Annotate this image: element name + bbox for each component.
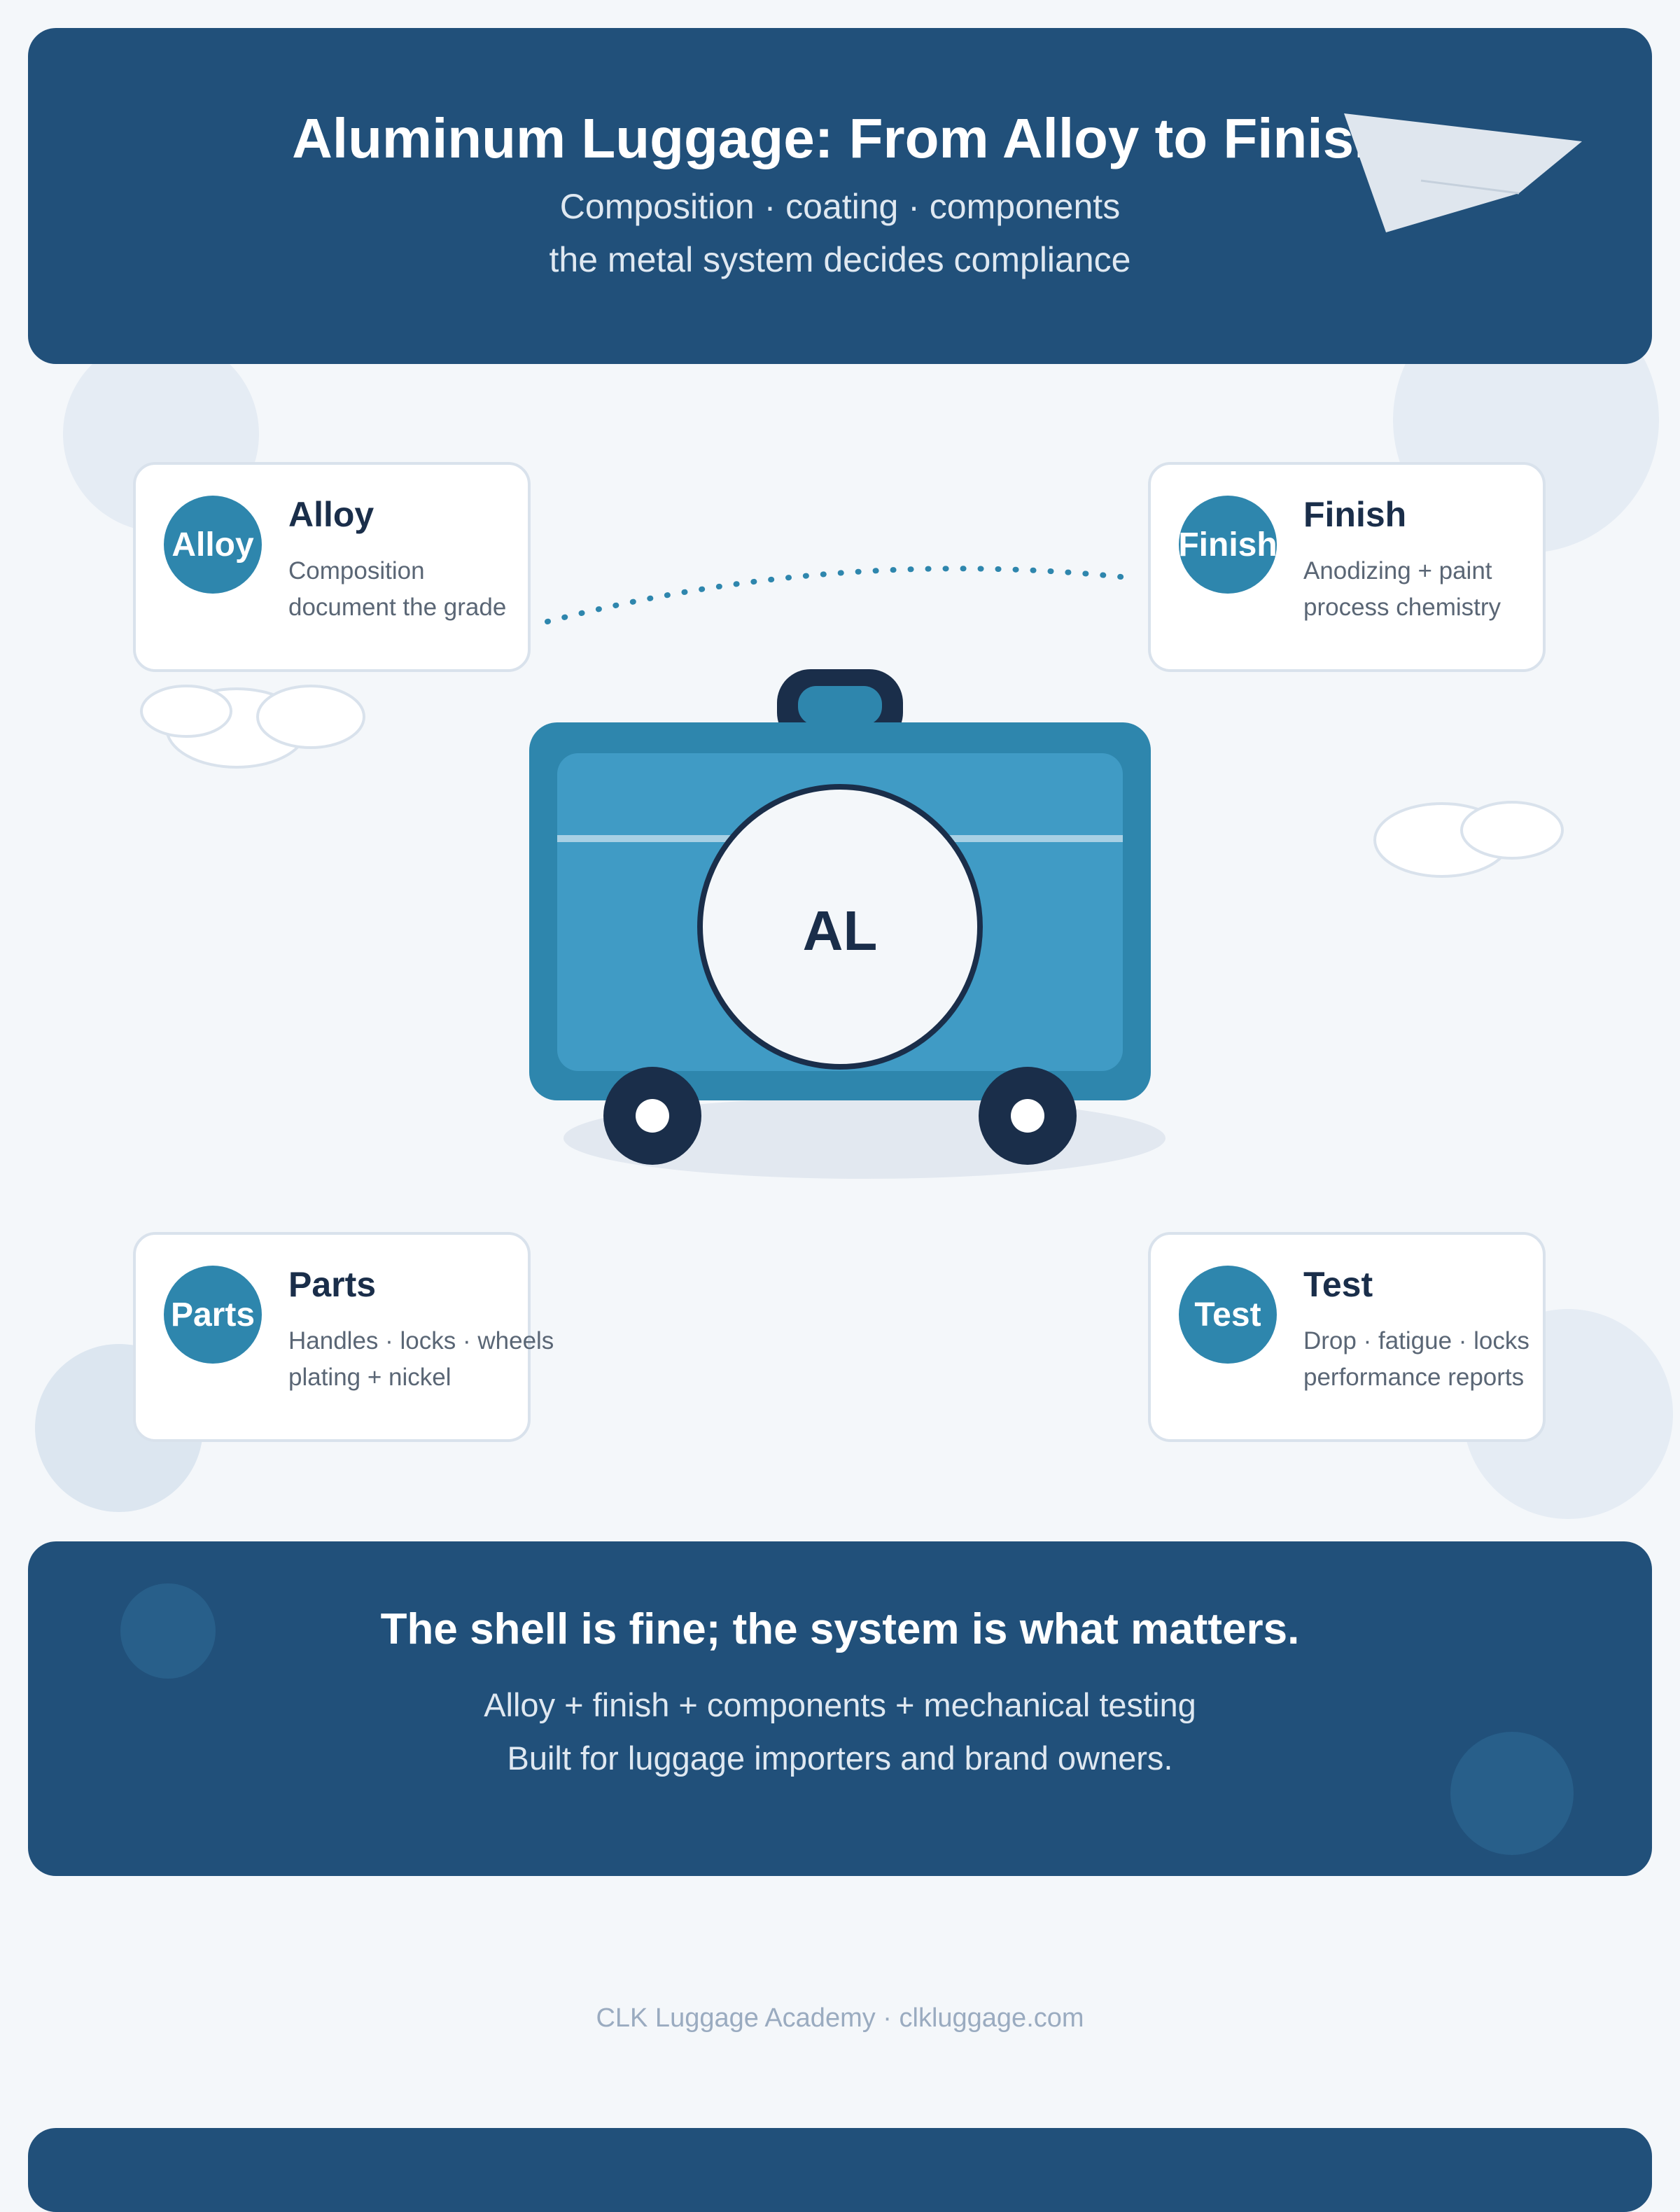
card-title: Alloy (288, 495, 374, 534)
cloud-icon (1373, 801, 1564, 878)
test-badge-icon: Test (1179, 1266, 1277, 1364)
footer-band (28, 2128, 1652, 2212)
card-line: process chemistry (1303, 594, 1502, 621)
card-line: Composition (288, 557, 425, 584)
summary-banner: The shell is fine; the system is what ma… (28, 1541, 1652, 1876)
decor-dot (1450, 1732, 1574, 1855)
card-line: Handles · locks · wheels (288, 1327, 554, 1354)
card-line: performance reports (1303, 1364, 1525, 1391)
card-title: Finish (1303, 495, 1407, 534)
decor-dot (120, 1583, 216, 1679)
parts-badge-icon: Parts (164, 1266, 262, 1364)
cloud-icon (140, 685, 365, 769)
card-line: Drop · fatigue · locks (1303, 1327, 1530, 1354)
header-banner: Aluminum Luggage: From Alloy to Finish C… (28, 28, 1652, 364)
card-test: Test Test Drop · fatigue · locks perform… (1148, 1232, 1546, 1442)
card-title: Parts (288, 1265, 377, 1304)
suitcase-emblem: AL (802, 899, 878, 962)
card-title: Test (1303, 1265, 1373, 1304)
summary-line2: Built for luggage importers and brand ow… (507, 1740, 1173, 1777)
footer-credit: CLK Luggage Academy · clkluggage.com (596, 2003, 1084, 2033)
connector-dotted-line (545, 566, 1137, 624)
alloy-badge-icon: Alloy (164, 496, 262, 594)
paper-plane-icon (1344, 113, 1582, 232)
card-line: document the grade (288, 594, 507, 621)
header-subtitle-line1: Composition · coating · components (559, 187, 1121, 226)
card-finish: Finish Finish Anodizing + paint process … (1148, 462, 1546, 672)
header-subtitle-line2: the metal system decides compliance (549, 240, 1131, 279)
card-line: plating + nickel (288, 1364, 451, 1391)
finish-badge-icon: Finish (1178, 496, 1278, 594)
card-alloy: Alloy Alloy Composition document the gra… (133, 462, 531, 672)
card-parts: Parts Parts Handles · locks · wheels pla… (133, 1232, 554, 1442)
summary-title: The shell is fine; the system is what ma… (380, 1605, 1300, 1653)
summary-line1: Alloy + finish + components + mechanical… (484, 1686, 1196, 1723)
page-title: Aluminum Luggage: From Alloy to Finish (292, 107, 1388, 169)
card-line: Anodizing + paint (1303, 557, 1492, 584)
